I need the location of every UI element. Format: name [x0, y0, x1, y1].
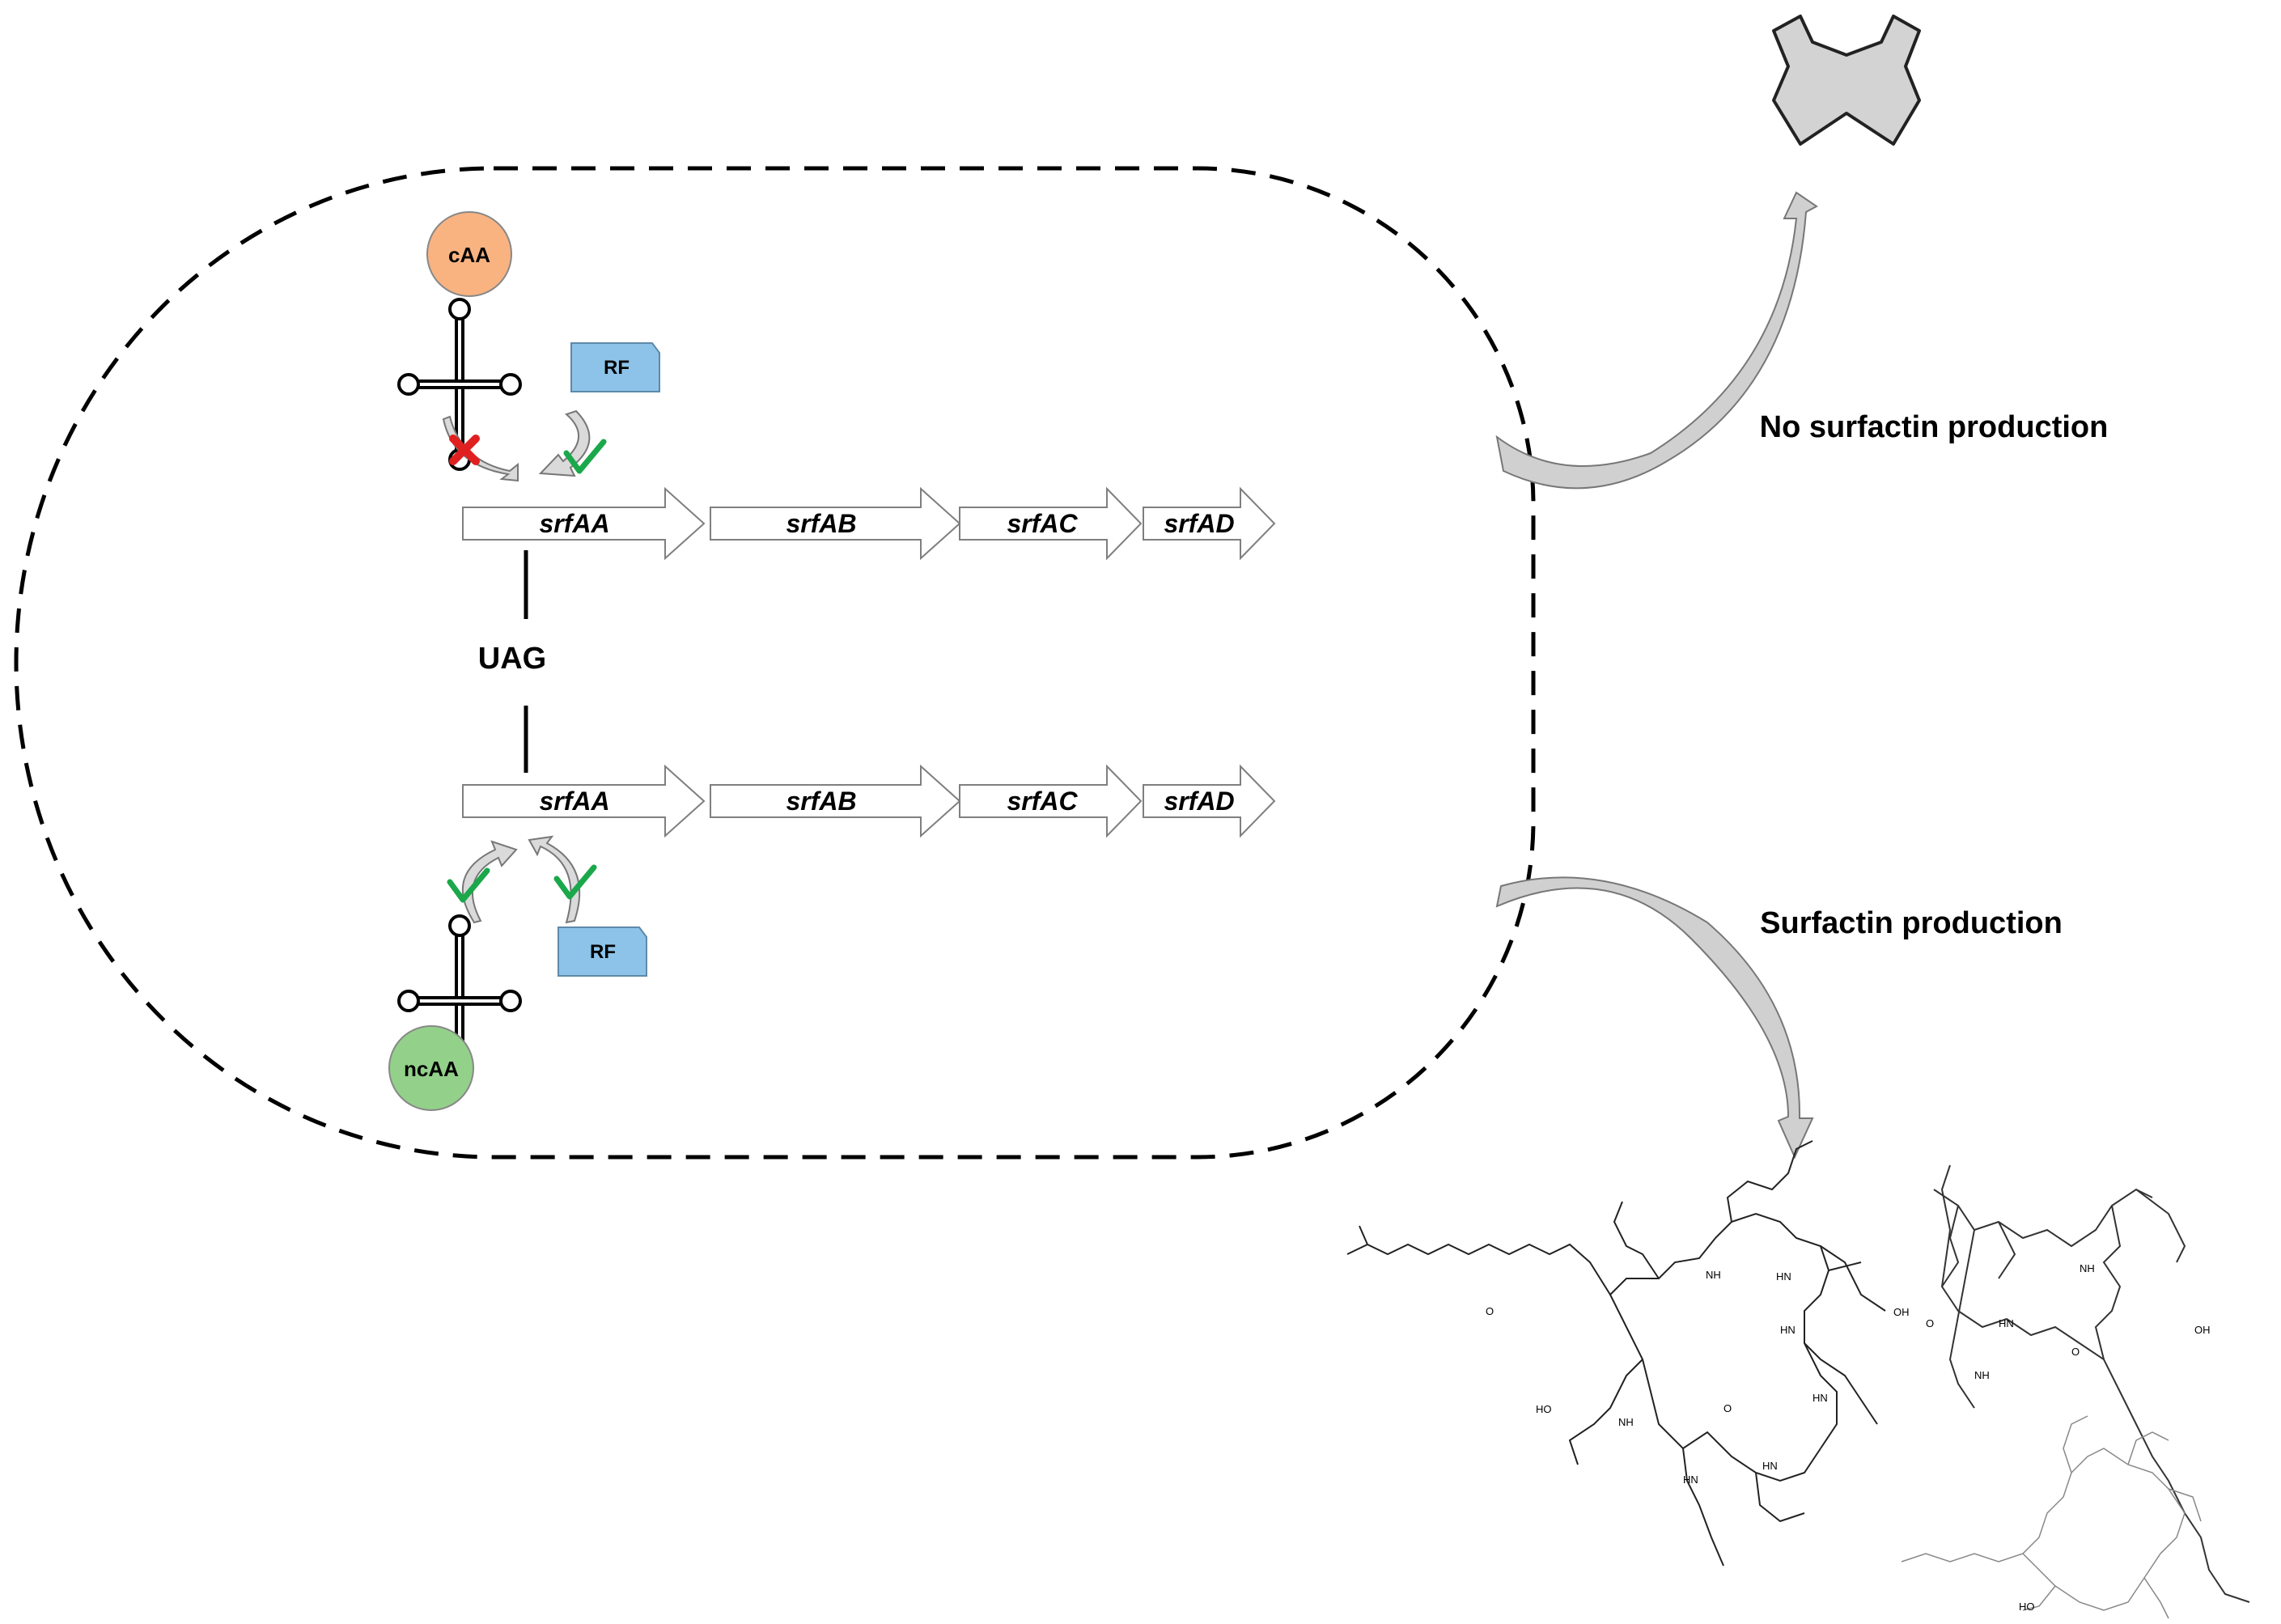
- gene-label-srfad-bottom: srfAD: [1164, 787, 1234, 816]
- curved-arrow-rf-bottom: [528, 835, 581, 924]
- cell-membrane: [14, 166, 1536, 1160]
- atom-o: O: [1486, 1305, 1494, 1317]
- ncaa-circle: ncAA: [388, 1025, 474, 1111]
- atom-oh: OH: [2194, 1324, 2211, 1336]
- curved-arrow-production: [1495, 876, 1814, 1160]
- atom-hn: HN: [1999, 1317, 2014, 1329]
- atom-o: O: [1926, 1317, 1934, 1329]
- atom-o: O: [2071, 1346, 2080, 1358]
- gene-arrow-srfac-top: [959, 486, 1143, 561]
- atom-ho: HO: [1536, 1403, 1552, 1415]
- rf-bottom-label: RF: [590, 941, 616, 963]
- red-cross-icon: [449, 435, 480, 465]
- x-mark-icon: [1772, 15, 1921, 146]
- rf-top-label: RF: [604, 357, 630, 379]
- gene-label-srfab-top: srfAB: [786, 509, 856, 538]
- caa-circle: cAA: [426, 211, 512, 297]
- atom-ho: HO: [2019, 1601, 2035, 1613]
- atom-oh: OH: [1893, 1306, 1910, 1318]
- gene-label-srfac-top: srfAC: [1007, 509, 1078, 538]
- atom-hn: HN: [1780, 1324, 1796, 1336]
- curved-arrow-no-production: [1495, 191, 1818, 490]
- curved-arrow-trna-bottom: [462, 840, 518, 924]
- atom-nh: NH: [1618, 1416, 1634, 1428]
- caa-label: cAA: [448, 243, 490, 267]
- outcome-production-label: Surfactin production: [1760, 906, 2063, 940]
- gene-label-srfad-top: srfAD: [1164, 509, 1234, 538]
- rf-bottom-box: RF: [558, 926, 647, 977]
- gene-label-srfaa-top: srfAA: [539, 509, 609, 538]
- surfactin-structure-main: [1346, 1140, 1886, 1567]
- rf-top-box: RF: [570, 342, 660, 392]
- atom-o: O: [1723, 1402, 1732, 1414]
- ncaa-label: ncAA: [404, 1057, 459, 1081]
- outcome-no-production-label: No surfactin production: [1760, 410, 2109, 444]
- gene-label-srfab-bottom: srfAB: [786, 787, 856, 816]
- curved-arrow-trna-top: [442, 415, 519, 482]
- atom-hn: HN: [1776, 1270, 1791, 1283]
- gene-arrow-srfac-bottom: [959, 764, 1143, 838]
- gene-arrow-srfaa-bottom: [462, 764, 706, 838]
- gene-arrow-srfab-top: [710, 486, 961, 561]
- surfactin-structure-faint: [1901, 1415, 2202, 1619]
- gene-arrow-srfab-bottom: [710, 764, 961, 838]
- atom-hn: HN: [1813, 1392, 1828, 1404]
- operon-top: srfAA srfAB srfAC srfAD: [462, 486, 1276, 561]
- atom-hn: HN: [1683, 1473, 1698, 1486]
- atom-nh: NH: [2080, 1262, 2095, 1274]
- gene-arrow-srfaa-top: [462, 486, 706, 561]
- atom-hn: HN: [1762, 1460, 1778, 1472]
- gene-arrow-srfad-bottom: [1143, 764, 1276, 838]
- atom-nh: NH: [1974, 1369, 1990, 1381]
- gene-arrow-srfad-top: [1143, 486, 1276, 561]
- curved-arrow-rf-top: [538, 409, 591, 477]
- codon-label: UAG: [478, 642, 546, 676]
- gene-label-srfac-bottom: srfAC: [1007, 787, 1078, 816]
- operon-bottom: srfAA srfAB srfAC srfAD: [462, 764, 1276, 838]
- surfactin-atom-labels: NH HN OH HO HN NH HN HN HN O O NH HN OH …: [1486, 1262, 2211, 1613]
- atom-nh: NH: [1706, 1269, 1721, 1281]
- gene-label-srfaa-bottom: srfAA: [539, 787, 609, 816]
- surfactin-structure-side: [1933, 1164, 2250, 1603]
